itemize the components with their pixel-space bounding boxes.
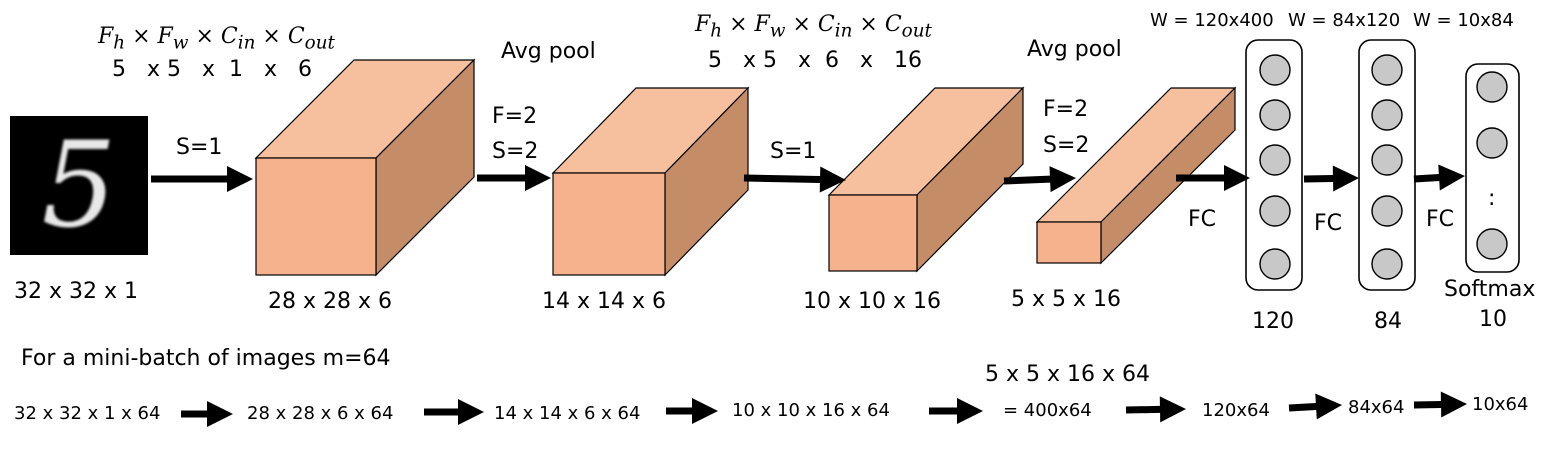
batch-shape: 84x64 bbox=[1348, 397, 1405, 418]
volume-front-face bbox=[255, 157, 377, 276]
arrows bbox=[151, 164, 1467, 427]
fc-layer-10-ellipsis: : bbox=[1488, 186, 1496, 211]
pool2-title: Avg pool bbox=[1027, 37, 1122, 62]
volume-14x14x6 bbox=[551, 86, 750, 277]
fc-layer-10-size: 10 bbox=[1479, 307, 1507, 332]
fc-layer-120-size: 120 bbox=[1252, 309, 1294, 334]
conv2-stride-label: S=1 bbox=[770, 139, 817, 164]
arrow-pool2-to-fc1 bbox=[1176, 165, 1250, 191]
fc1-weight-label: W = 120x400 bbox=[1150, 10, 1274, 31]
conv1-output-label: 28 x 28 x 6 bbox=[268, 289, 392, 314]
volume-10x10x16 bbox=[827, 86, 1025, 273]
fc-layer-120-node bbox=[1259, 144, 1291, 176]
pool1-filter-label: F=2 bbox=[492, 104, 538, 129]
batch-shape: = 400x64 bbox=[1003, 400, 1092, 421]
volume-5x5x16 bbox=[1035, 86, 1237, 265]
fc-nodes bbox=[1259, 54, 1508, 280]
volume-front-face bbox=[1036, 221, 1102, 264]
batch-shape: 120x64 bbox=[1202, 400, 1270, 421]
fc-layer-84-size: 84 bbox=[1374, 309, 1402, 334]
batch-flatten-note: 5 x 5 x 16 x 64 bbox=[985, 362, 1150, 387]
fc-layer-10-node bbox=[1476, 228, 1508, 260]
fc-layer-120-node bbox=[1259, 54, 1291, 86]
arrow-fc2-to-fc3 bbox=[1413, 164, 1465, 191]
arrow-batch bbox=[929, 398, 983, 424]
arrow-conv2-to-pool2 bbox=[1003, 166, 1076, 193]
arrow-pool1-to-conv2 bbox=[743, 166, 846, 193]
fc-layer-84-node bbox=[1371, 54, 1403, 86]
pool2-output-label: 5 x 5 x 16 bbox=[1011, 287, 1121, 312]
fc-layer-120-node bbox=[1259, 99, 1291, 131]
fc-layer-120-node bbox=[1259, 248, 1291, 280]
fc-layer-84-node bbox=[1371, 248, 1403, 280]
conv2-filter-dims: 5 x 5 x 6 x 16 bbox=[708, 48, 922, 73]
arrow-batch bbox=[666, 398, 718, 424]
fc-layer-10-node bbox=[1476, 127, 1508, 159]
arrow-conv1-to-pool1 bbox=[477, 165, 551, 191]
pool1-title: Avg pool bbox=[501, 39, 596, 64]
arrow-input-to-conv1 bbox=[151, 166, 253, 192]
volume-28x28x6 bbox=[254, 58, 476, 277]
batch-shape: 10 x 10 x 16 x 64 bbox=[732, 400, 890, 421]
fc-layer-84-node bbox=[1371, 99, 1403, 131]
softmax-label: Softmax bbox=[1444, 277, 1536, 302]
arrow-batch bbox=[1125, 396, 1186, 423]
input-digit-image: 5 bbox=[10, 116, 148, 255]
conv1-stride-label: S=1 bbox=[176, 135, 223, 160]
batch-shape: 10x64 bbox=[1472, 394, 1529, 415]
pool1-output-label: 14 x 14 x 6 bbox=[542, 289, 666, 314]
pool1-stride-label: S=2 bbox=[492, 139, 539, 164]
arrow-batch bbox=[1413, 391, 1467, 418]
input-digit-glyph: 5 bbox=[41, 116, 117, 254]
fc3-weight-label: W = 10x84 bbox=[1413, 10, 1514, 31]
fc-layer-84-node bbox=[1371, 195, 1403, 227]
arrow-batch bbox=[424, 399, 484, 425]
fc1-arrow-label: FC bbox=[1188, 207, 1217, 232]
conv2-output-label: 10 x 10 x 16 bbox=[803, 289, 941, 314]
batch-caption: For a mini-batch of images m=64 bbox=[21, 346, 391, 371]
fc2-weight-label: W = 84x120 bbox=[1288, 10, 1401, 31]
fc2-arrow-label: FC bbox=[1314, 211, 1343, 236]
fc-layer-10-box bbox=[1465, 63, 1520, 273]
batch-shape: 32 x 32 x 1 x 64 bbox=[14, 403, 161, 424]
input-size-label: 32 x 32 x 1 bbox=[14, 279, 138, 304]
volume-front-face bbox=[552, 172, 666, 276]
conv2-filter-formula: Fh × Fw × Cin × Cout bbox=[695, 12, 932, 42]
conv1-filter-dims: 5 x 5 x 1 x 6 bbox=[112, 57, 312, 82]
arrow-fc1-to-fc2 bbox=[1303, 165, 1359, 192]
pool2-filter-label: F=2 bbox=[1043, 97, 1089, 122]
batch-shape: 14 x 14 x 6 x 64 bbox=[494, 403, 641, 424]
fc-layer-10-node bbox=[1476, 71, 1508, 103]
batch-shape: 28 x 28 x 6 x 64 bbox=[247, 403, 394, 424]
fc3-arrow-label: FC bbox=[1426, 207, 1455, 232]
fc-layer-120-node bbox=[1259, 195, 1291, 227]
volume-front-face bbox=[828, 194, 918, 272]
conv1-filter-formula: Fh × Fw × Cin × Cout bbox=[98, 24, 335, 54]
arrow-batch bbox=[1288, 393, 1342, 420]
arrow-batch bbox=[181, 401, 233, 427]
fc-layer-84-node bbox=[1371, 144, 1403, 176]
pool2-stride-label: S=2 bbox=[1043, 133, 1090, 158]
